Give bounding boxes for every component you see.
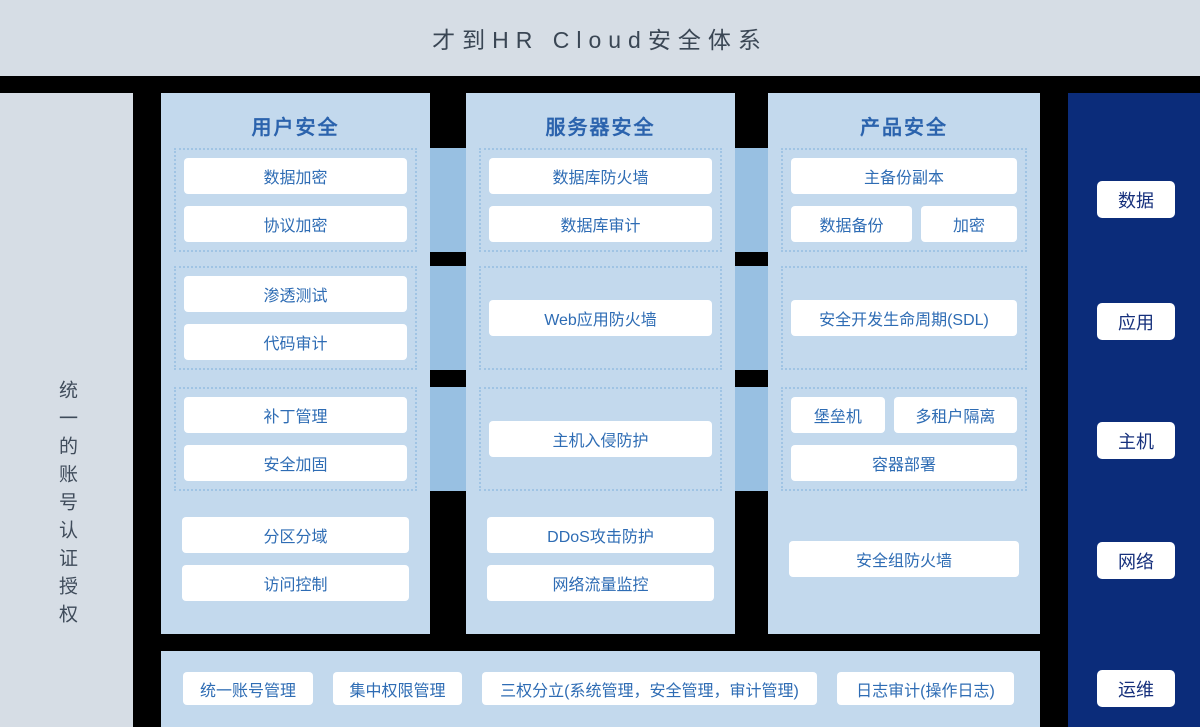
capability-box: 渗透测试: [184, 276, 407, 312]
group-backup: 主备份副本 数据备份 加密: [781, 148, 1027, 252]
layer-panel: 数据 应用 主机 网络 运维: [1068, 93, 1200, 727]
capability-box: DDoS攻击防护: [487, 517, 714, 553]
capability-box: 集中权限管理: [333, 672, 462, 705]
capability-box: 安全开发生命周期(SDL): [791, 300, 1017, 336]
unified-auth-label: 统一的账号认证授权: [56, 380, 77, 632]
column-server-security: 服务器安全 数据库防火墙 数据库审计 Web应用防火墙 主机入侵防护 DDoS攻…: [466, 93, 735, 634]
group-security-group: 安全组防火墙: [781, 541, 1027, 577]
split-row: 数据备份 加密: [791, 206, 1017, 242]
capability-box: 统一账号管理: [183, 672, 313, 705]
layer-tag-operations: 运维: [1097, 670, 1175, 707]
capability-box: 分区分域: [182, 517, 409, 553]
group-database-security: 数据库防火墙 数据库审计: [479, 148, 722, 252]
account-management-panel: 统一账号管理 集中权限管理 三权分立(系统管理，安全管理，审计管理) 日志审计(…: [161, 651, 1040, 727]
capability-box: 堡垒机: [791, 397, 885, 433]
capability-box: 安全加固: [184, 445, 407, 481]
column-user-security: 用户安全 数据加密 协议加密 渗透测试 代码审计 补丁管理 安全加固 分区分域 …: [161, 93, 430, 634]
capability-box: 加密: [921, 206, 1017, 242]
group-host-isolation: 堡垒机 多租户隔离 容器部署: [781, 387, 1027, 491]
group-app-testing: 渗透测试 代码审计: [174, 266, 417, 370]
capability-box: 数据备份: [791, 206, 913, 242]
group-host-intrusion: 主机入侵防护: [479, 387, 722, 491]
connector-band: [430, 266, 466, 370]
capability-box: 访问控制: [182, 565, 409, 601]
capability-box: 代码审计: [184, 324, 407, 360]
diagram-header: 才到HR Cloud安全体系: [0, 0, 1200, 76]
capability-box: 多租户隔离: [893, 397, 1017, 433]
capability-box: 容器部署: [791, 445, 1017, 481]
connector-band: [735, 387, 768, 491]
capability-box: 数据加密: [184, 158, 407, 194]
capability-box: 网络流量监控: [487, 565, 714, 601]
layer-tag-application: 应用: [1097, 303, 1175, 340]
connector-band: [430, 387, 466, 491]
capability-box: 日志审计(操作日志): [837, 672, 1014, 705]
column-title: 服务器安全: [545, 117, 656, 139]
capability-box: 数据库审计: [489, 206, 712, 242]
connector-band: [735, 148, 768, 252]
capability-box: 补丁管理: [184, 397, 407, 433]
layer-tag-host: 主机: [1097, 422, 1175, 459]
capability-box: 主备份副本: [791, 158, 1017, 194]
group-network-protection: DDoS攻击防护 网络流量监控: [479, 517, 722, 601]
layer-tag-data: 数据: [1097, 181, 1175, 218]
capability-box: 协议加密: [184, 206, 407, 242]
layer-tag-network: 网络: [1097, 542, 1175, 579]
capability-box: 主机入侵防护: [489, 421, 712, 457]
capability-box: 数据库防火墙: [489, 158, 712, 194]
group-network-access: 分区分域 访问控制: [174, 517, 417, 601]
group-data-encryption: 数据加密 协议加密: [174, 148, 417, 252]
split-row: 堡垒机 多租户隔离: [791, 397, 1017, 433]
capability-box: 安全组防火墙: [789, 541, 1019, 577]
column-title: 产品安全: [860, 117, 948, 139]
diagram-title: 才到HR Cloud安全体系: [432, 27, 768, 53]
capability-box: 三权分立(系统管理，安全管理，审计管理): [482, 672, 817, 705]
group-sdl: 安全开发生命周期(SDL): [781, 266, 1027, 370]
connector-band: [430, 148, 466, 252]
group-host-hardening: 补丁管理 安全加固: [174, 387, 417, 491]
column-title: 用户安全: [251, 117, 340, 139]
column-product-security: 产品安全 主备份副本 数据备份 加密 安全开发生命周期(SDL) 堡垒机 多租户…: [768, 93, 1040, 634]
group-web-firewall: Web应用防火墙: [479, 266, 722, 370]
connector-band: [735, 266, 768, 370]
unified-auth-panel: 统一的账号认证授权: [0, 93, 133, 727]
capability-box: Web应用防火墙: [489, 300, 712, 336]
